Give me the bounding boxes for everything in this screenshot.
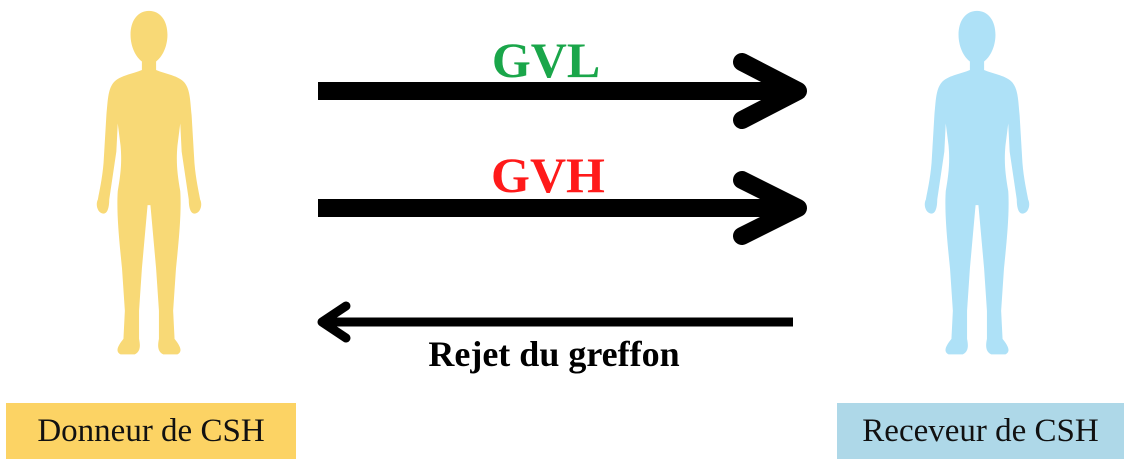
- donor-label: Donneur de CSH: [37, 412, 265, 449]
- recipient-label: Receveur de CSH: [862, 412, 1099, 449]
- gvh-label: GVH: [491, 147, 605, 203]
- recipient-body-silhouette: [924, 10, 1030, 355]
- graft-rejection-label: Rejet du greffon: [428, 334, 680, 374]
- donor-body-figure: [96, 10, 202, 355]
- recipient-label-box: Receveur de CSH: [837, 403, 1124, 459]
- gvl-label: GVL: [491, 32, 601, 88]
- donor-label-box: Donneur de CSH: [6, 403, 296, 459]
- recipient-body-figure: [924, 10, 1030, 355]
- rejection-arrow: [317, 301, 793, 343]
- gvl-arrow: [318, 53, 807, 129]
- gvh-arrow: [318, 171, 807, 245]
- donor-body-silhouette: [96, 10, 202, 355]
